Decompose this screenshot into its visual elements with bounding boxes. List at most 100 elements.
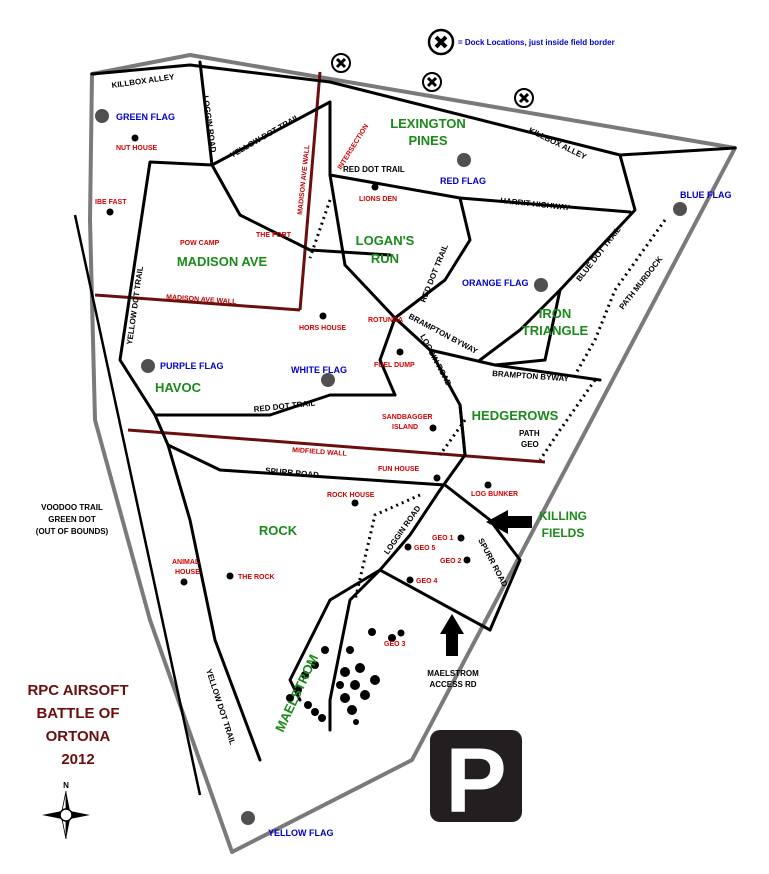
- area-madison-ave: MADISON AVE: [177, 254, 268, 269]
- road-spurr-road-e: SPURR ROAD: [476, 537, 509, 589]
- road-brampton-byway-2: BRAMPTON BYWAY: [492, 369, 570, 383]
- legend-dock-x-icon: [427, 28, 455, 56]
- geo3-dot: [397, 629, 405, 637]
- site-sandbagger-1: SANDBAGGER: [382, 414, 433, 421]
- area-logans-2: RUN: [371, 251, 399, 266]
- blue-flag-dot: [673, 202, 687, 216]
- road-red-dot-trail-n: RED DOT TRAIL: [343, 165, 405, 174]
- area-hedgerows: HEDGEROWS: [472, 408, 559, 423]
- compass-rose-icon: N: [42, 781, 90, 840]
- road-maelstrom-access-1: MAELSTROM: [427, 669, 479, 678]
- area-iron-2: TRIANGLE: [522, 323, 589, 338]
- site-the-fort: THE FORT: [256, 232, 292, 239]
- site-geo2: GEO 2: [440, 558, 462, 565]
- area-rock: ROCK: [259, 523, 298, 538]
- area-logans-1: LOGAN'S: [356, 233, 415, 248]
- road-maelstrom-access-2: ACCESS RD: [429, 680, 476, 689]
- nut-house-dot: [131, 134, 139, 142]
- killing-fields-1: KILLING: [539, 509, 587, 523]
- wall-midfield: MIDFIELD WALL: [292, 447, 348, 458]
- walls: [94, 71, 546, 464]
- orange-flag-dot: [534, 278, 548, 292]
- fun-house-dot: [433, 474, 441, 482]
- road-spurr-road-w: SPURR ROAD: [265, 466, 320, 480]
- site-geo1: GEO 1: [432, 535, 454, 542]
- site-rock-house: ROCK HOUSE: [327, 492, 375, 499]
- legend-text: = Dock Locations, just inside field bord…: [458, 38, 615, 47]
- flag-dots: [95, 109, 687, 825]
- site-fuel-dump: FUEL DUMP: [374, 362, 415, 369]
- site-fun-house: FUN HOUSE: [378, 466, 420, 473]
- site-the-rock: THE ROCK: [238, 574, 275, 581]
- blue-flag-label: BLUE FLAG: [680, 190, 732, 200]
- road-path-geo-2: GEO: [521, 440, 539, 449]
- animal-house-dot: [180, 578, 188, 586]
- geo1-dot: [457, 534, 465, 542]
- site-geo4: GEO 4: [416, 578, 438, 585]
- killing-fields-2: FIELDS: [542, 526, 585, 540]
- parking-icon: P: [430, 730, 522, 832]
- title-line1: RPC AIRSOFT: [27, 682, 128, 699]
- green-flag-dot: [95, 109, 109, 123]
- dock-x-icon: [514, 88, 534, 108]
- yellow-flag-dot: [241, 811, 255, 825]
- midfield-wall: [127, 428, 546, 464]
- title-line4: 2012: [61, 751, 94, 768]
- site-dots: [106, 134, 492, 637]
- site-animal-1: ANIMAL: [172, 559, 200, 566]
- title-line3: ORTONA: [46, 728, 111, 745]
- orange-flag-label: ORANGE FLAG: [462, 278, 529, 288]
- killing-fields-arrow: [486, 510, 532, 534]
- site-nut-house: NUT HOUSE: [116, 145, 158, 152]
- road-harrit-highway: HARRIT HIGHWAY: [500, 196, 571, 212]
- dotted-paths: [308, 199, 667, 601]
- madison-ave-wall-vertical: [298, 71, 322, 311]
- map-title: RPC AIRSOFT BATTLE OF ORTONA 2012: [27, 682, 128, 768]
- road-voodoo-1: VOODOO TRAIL: [41, 503, 103, 512]
- compass-north: N: [63, 781, 69, 790]
- log-bunker-dot: [484, 481, 492, 489]
- lions-den-dot: [371, 183, 379, 191]
- site-sandbagger-2: ISLAND: [392, 424, 418, 431]
- wall-madison-ave-h: MADISON AVE WALL: [166, 294, 237, 306]
- site-intersection: INTERSECTION: [337, 123, 371, 171]
- road-loggin-road-n: LOGGIN ROAD: [201, 95, 218, 153]
- title-line2: BATTLE OF: [36, 705, 119, 722]
- road-yellow-dot-trail-n: YELLOW DOT TRAIL: [229, 112, 302, 159]
- road-red-dot-trail-e: RED DOT TRAIL: [419, 243, 451, 304]
- geo4-dot: [406, 576, 414, 584]
- site-geo3: GEO 3: [384, 641, 406, 648]
- site-rotunda: ROTUNDA: [368, 317, 403, 324]
- roads: [90, 60, 737, 762]
- dock-x-icon: [422, 72, 442, 92]
- red-flag-dot: [457, 153, 471, 167]
- rock-house-dot: [351, 499, 359, 507]
- purple-flag-dot: [141, 359, 155, 373]
- road-brampton-byway-1: BRAMPTON BYWAY: [407, 312, 480, 356]
- road-path-murdock: PATH MURDOCK: [617, 255, 664, 312]
- white-flag-dot: [321, 373, 335, 387]
- area-iron-1: IRON: [539, 306, 572, 321]
- hors-house-dot: [319, 312, 327, 320]
- yellow-flag-label: YELLOW FLAG: [268, 828, 334, 838]
- ibe-fast-dot: [106, 208, 114, 216]
- the-rock-dot: [226, 572, 234, 580]
- red-flag-label: RED FLAG: [440, 176, 486, 186]
- site-geo5: GEO 5: [414, 545, 436, 552]
- area-lexington-1: LEXINGTON: [390, 116, 466, 131]
- road-blue-dot-trail: BLUE DOT TRAIL: [574, 225, 622, 283]
- dock-markers: [331, 28, 534, 108]
- white-flag-label: WHITE FLAG: [291, 365, 347, 375]
- road-killbox-alley-w: KILLBOX ALLEY: [111, 72, 176, 90]
- svg-text:P: P: [445, 730, 506, 832]
- maelstrom-cluster: [286, 628, 396, 725]
- site-log-bunker: LOG BUNKER: [471, 491, 518, 498]
- site-lions-den: LIONS DEN: [359, 196, 397, 203]
- geo5-dot: [404, 543, 412, 551]
- dock-x-icon: [331, 53, 351, 73]
- site-ibe-fast: IBE FAST: [95, 199, 127, 206]
- fuel-dump-dot: [396, 348, 404, 356]
- purple-flag-label: PURPLE FLAG: [160, 361, 224, 371]
